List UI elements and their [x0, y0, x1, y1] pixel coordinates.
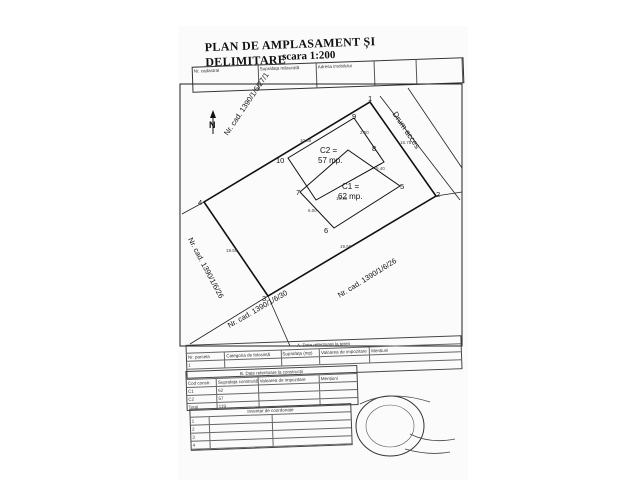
point-label: 10	[276, 156, 285, 165]
dimension-label: 19.58	[226, 248, 238, 253]
building-table-cell: C1	[186, 386, 218, 395]
land-table-cell: 1	[187, 360, 226, 369]
building-table-header: Suprafața construită	[216, 377, 259, 386]
point-label: 4	[198, 198, 203, 207]
building-c2-area: 57 mp.	[318, 156, 343, 165]
north-label: N	[209, 120, 216, 130]
road-line	[407, 87, 463, 169]
coordinates-point: 3	[191, 433, 211, 441]
point-label: 6	[324, 226, 329, 235]
neighbor-line	[267, 295, 291, 347]
building-c1-outline	[299, 149, 401, 229]
dimension-label: 6.00	[308, 208, 317, 213]
building-c1-name: C1 =	[342, 182, 360, 191]
dimension-label: 10.55	[300, 138, 312, 143]
building-c2-name: C2 =	[320, 146, 338, 155]
coordinates-table: Inventar de coordonate 1 2 3 4	[189, 403, 353, 451]
point-label: 5	[400, 182, 405, 191]
point-label: 3	[262, 294, 267, 303]
building-table-cell: 57	[217, 393, 260, 402]
neighbor-line	[181, 201, 205, 215]
document-sheet	[178, 26, 468, 480]
plan-frame	[179, 83, 463, 347]
point-label: 2	[436, 190, 441, 199]
official-stamp-icon	[355, 395, 456, 457]
north-arrow-head-icon	[210, 110, 216, 118]
building-table-header: Cod constr.	[186, 378, 218, 387]
neighbor-line	[189, 295, 269, 345]
dimension-label: 15.75	[400, 140, 412, 145]
dimension-label: 2.50	[360, 130, 369, 135]
dimension-label: 10.30	[336, 196, 348, 201]
point-label: 8	[372, 144, 377, 153]
road-line	[379, 95, 461, 201]
coordinates-point: 2	[190, 425, 211, 433]
point-label: 9	[352, 112, 357, 121]
building-table-cell: C2	[187, 394, 218, 403]
road-line	[435, 191, 463, 197]
dimension-label: 19.58	[340, 244, 352, 249]
building-c2-outline	[287, 117, 385, 201]
land-table-header: Nr. parcela	[186, 352, 226, 361]
building-table-header: Mențiuni	[320, 375, 338, 382]
dimension-label: 5.40	[376, 166, 385, 171]
point-label: 7	[296, 188, 301, 197]
building-c1-area: 62 mp.	[338, 192, 363, 201]
point-label: 1	[368, 94, 373, 103]
coordinates-point: 1	[190, 417, 210, 425]
coordinates-point: 4	[191, 441, 211, 449]
land-table-header: Suprafața (mp)	[281, 349, 321, 358]
